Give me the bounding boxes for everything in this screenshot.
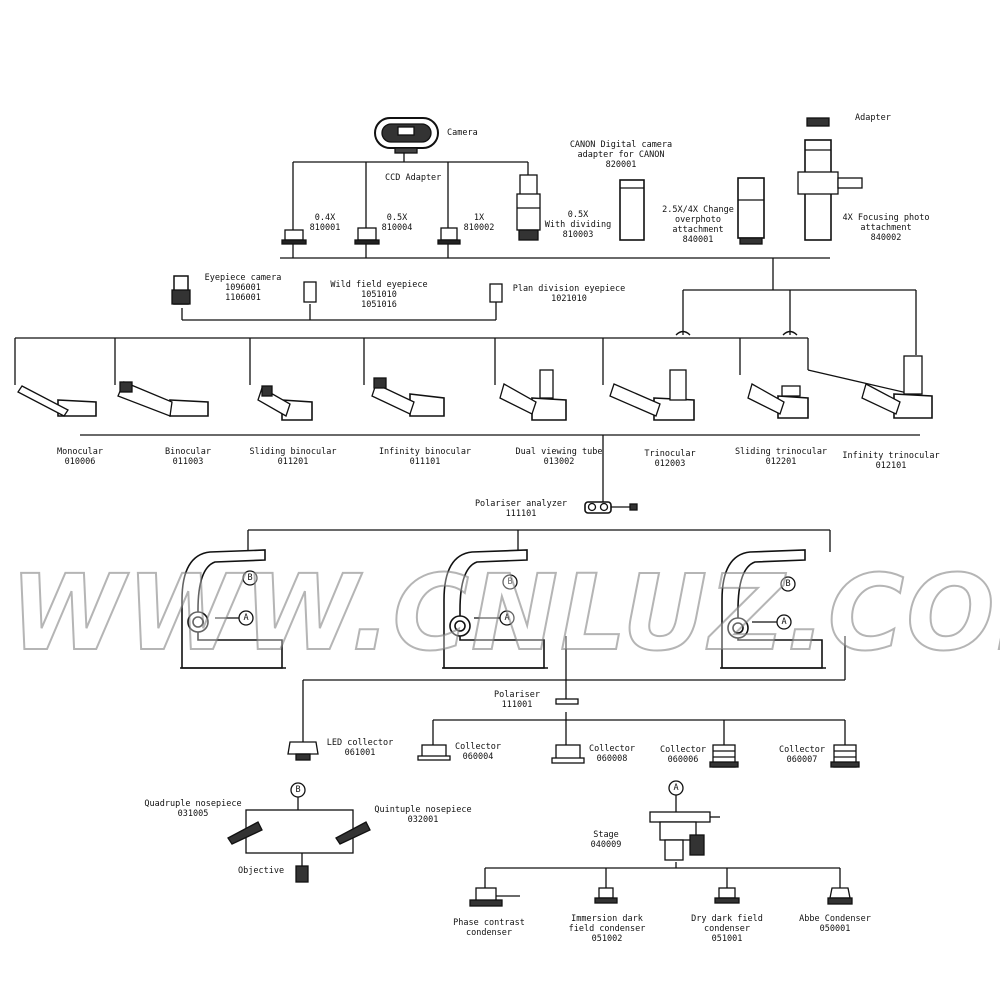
marker-b-left-text: B (247, 573, 253, 583)
infinity-trinocular-head-icon (861, 355, 933, 419)
immersion-dark-field-condenser-icon (594, 887, 618, 904)
eyepiece-camera-icon (171, 275, 191, 305)
adapter-05x-dividing-icon (516, 174, 541, 241)
dual-viewing-head-icon (499, 369, 567, 421)
marker-b-right (780, 576, 796, 592)
adapter-05x-icon (354, 227, 380, 245)
marker-b-right-text: B (785, 579, 791, 589)
camera-icon (374, 117, 439, 154)
marker-a-left (238, 610, 254, 626)
objective-label: Objective (238, 866, 285, 876)
marker-b-nosepiece (290, 782, 306, 798)
monocular-head-icon (17, 385, 97, 417)
microscope-stand-left (180, 549, 286, 669)
infinity-binocular-head-icon (371, 377, 445, 417)
stage-icon (649, 811, 720, 861)
quadruple-nosepiece-icon (227, 821, 263, 845)
collector-060004-icon (417, 744, 451, 761)
marker-a-stage (668, 780, 684, 796)
objective-icon (295, 865, 309, 883)
ccd-adapter-label: CCD Adapter (385, 173, 442, 183)
microscope-stand-center (442, 549, 548, 669)
wild-field-eyepiece-icon (303, 281, 317, 303)
marker-a-right (776, 614, 792, 630)
phase-contrast-condenser-icon (469, 887, 520, 907)
quintuple-nosepiece-icon (335, 821, 371, 845)
collector-060008-icon (551, 744, 585, 764)
binocular-head-icon (117, 381, 209, 417)
adapter-label: Adapter (855, 113, 891, 123)
marker-b-left (242, 570, 258, 586)
change-attachment-icon (737, 177, 765, 245)
sliding-binocular-head-icon (257, 385, 313, 421)
trinocular-head-icon (609, 369, 695, 421)
marker-a-right-text: A (781, 617, 787, 627)
camera-label: Camera (447, 128, 478, 138)
marker-a-stage-text: A (673, 783, 679, 793)
led-collector-icon (287, 741, 319, 761)
collector-060006-icon (709, 744, 739, 768)
abbe-condenser-icon (827, 887, 853, 905)
polariser-analyzer-icon (584, 501, 638, 514)
microscope-stand-right (720, 549, 826, 669)
marker-a-center (499, 610, 515, 626)
marker-a-left-text: A (243, 613, 249, 623)
dry-dark-field-condenser-icon (714, 887, 740, 904)
adapter-top-icon (806, 117, 830, 127)
marker-b-nosepiece-text: B (295, 785, 301, 795)
plan-division-eyepiece-icon (489, 283, 503, 303)
focusing-attachment-icon (797, 139, 863, 241)
adapter-1x-icon (437, 227, 461, 245)
canon-adapter-icon (619, 179, 645, 241)
collector-060007-icon (830, 744, 860, 768)
marker-a-center-text: A (504, 613, 510, 623)
polariser-icon (555, 698, 579, 705)
sliding-trinocular-head-icon (747, 383, 809, 419)
marker-b-center-text: B (507, 577, 513, 587)
marker-b-center (502, 574, 518, 590)
adapter-04x-icon (281, 229, 307, 245)
